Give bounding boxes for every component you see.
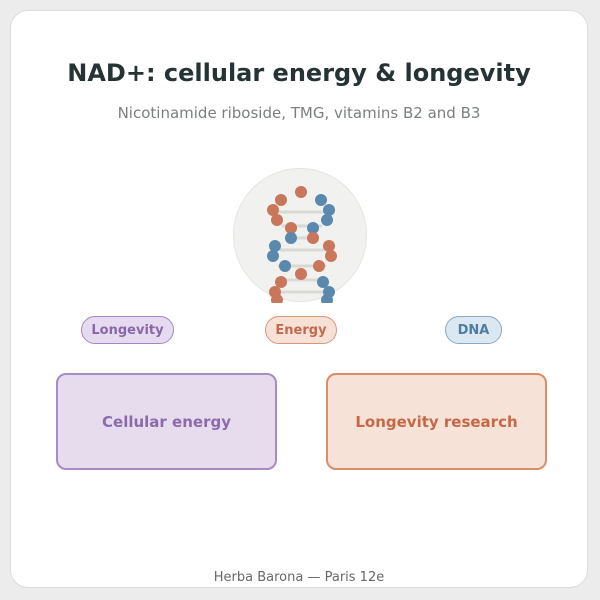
infographic-card: NAD+: cellular energy & longevity Nicoti…: [10, 10, 588, 588]
dna-node-orange: [295, 186, 307, 198]
dna-illustration: [233, 168, 367, 303]
footer-credit: Herba Barona — Paris 12e: [213, 570, 385, 585]
dna-node-blue: [267, 250, 279, 262]
dna-node-orange: [313, 260, 325, 272]
dna-node-orange: [295, 268, 307, 280]
panel-longevity-research-label: Longevity research: [355, 412, 518, 431]
panel-cellular-energy: Cellular energy: [56, 373, 277, 470]
tag-energy: Energy: [265, 316, 337, 344]
page-title: NAD+: cellular energy & longevity: [67, 59, 531, 87]
dna-node-blue: [321, 294, 333, 303]
tag-longevity: Longevity: [81, 316, 174, 344]
panel-cellular-energy-label: Cellular energy: [102, 412, 231, 431]
dna-node-orange: [323, 240, 335, 252]
dna-node-orange: [271, 294, 283, 303]
dna-node-orange: [267, 204, 279, 216]
dna-node-orange: [325, 250, 337, 262]
dna-node-blue: [307, 222, 319, 234]
panel-longevity-research: Longevity research: [326, 373, 547, 470]
dna-node-blue: [317, 276, 329, 288]
dna-node-orange: [307, 232, 319, 244]
dna-node-blue: [323, 204, 335, 216]
dna-node-blue: [321, 214, 333, 226]
dna-node-orange: [271, 214, 283, 226]
dna-node-blue: [315, 194, 327, 206]
tag-dna: DNA: [445, 316, 502, 344]
dna-node-blue: [279, 260, 291, 272]
page-subtitle: Nicotinamide riboside, TMG, vitamins B2 …: [117, 104, 481, 122]
dna-node-blue: [285, 232, 297, 244]
dna-node-blue: [269, 240, 281, 252]
dna-node-orange: [275, 194, 287, 206]
dna-node-orange: [275, 276, 287, 288]
dna-helix-icon: [267, 186, 337, 303]
dna-node-orange: [285, 222, 297, 234]
